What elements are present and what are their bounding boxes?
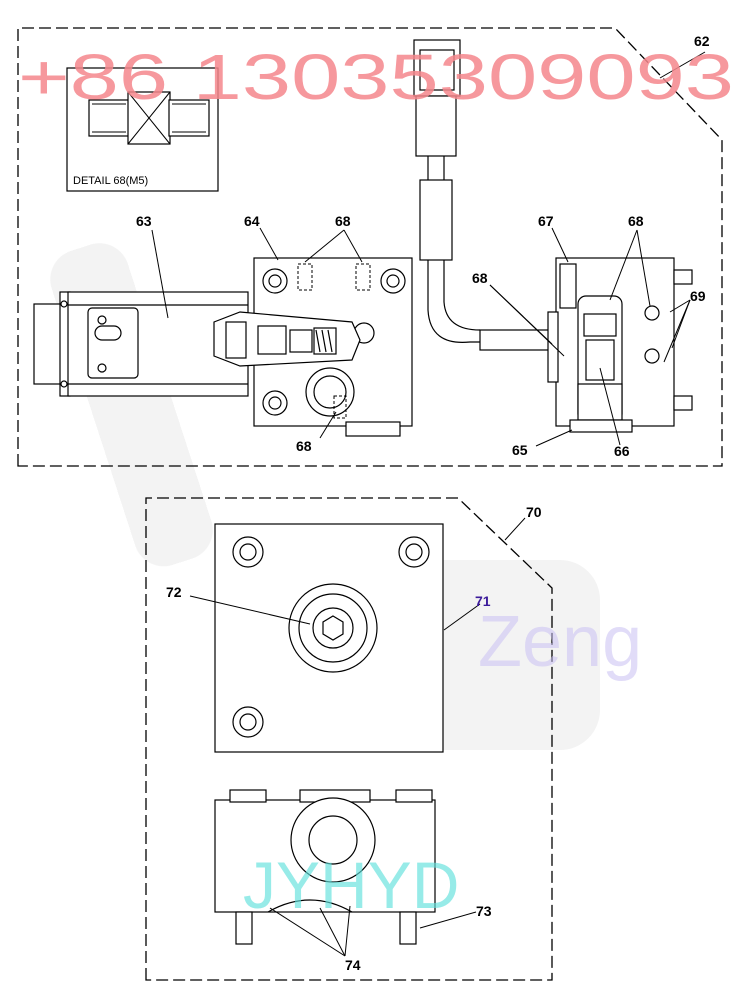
block-top-view [214,523,444,753]
bottom-assembly-frame [145,497,553,981]
phone-watermark: +86 13035309093 [18,41,734,113]
callout-labels: 62 63 64 68 67 68 68 69 68 65 66 70 72 7… [136,33,710,973]
callout-70: 70 [526,504,542,520]
callout-64: 64 [244,213,260,229]
solenoid-actuator [33,291,249,397]
detail-caption: DETAIL 68(M5) [73,175,148,187]
leader-lines-top [151,51,706,447]
cartridge-valve-block [547,257,693,433]
callout-72: 72 [166,584,182,600]
callout-66: 66 [614,443,630,459]
top-assembly-frame [17,27,723,467]
callout-63: 63 [136,213,152,229]
leader-lines-bottom [189,517,526,957]
valve-block [213,257,413,437]
callout-71: 71 [475,593,491,609]
callout-62: 62 [694,33,710,49]
callout-68-right: 68 [628,213,644,229]
block-side-view [214,789,436,945]
callout-69: 69 [690,288,706,304]
callout-65: 65 [512,442,528,458]
hidden-ports-68 [297,263,371,419]
callout-74: 74 [345,957,361,973]
callout-68-harness: 68 [472,270,488,286]
electrical-harness [413,39,551,351]
callout-67: 67 [538,213,554,229]
callout-73: 73 [476,903,492,919]
jyhyd-watermark: JYHYD [243,848,459,922]
callout-68-bottom: 68 [296,438,312,454]
zeng-watermark: Zeng [478,602,642,682]
detail-inset: DETAIL 68(M5) [66,67,219,192]
callout-68-top: 68 [335,213,351,229]
